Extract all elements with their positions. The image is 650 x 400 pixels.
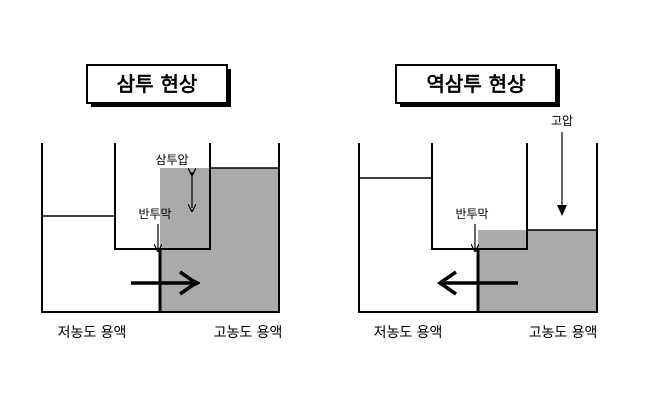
osmotic-pressure-label: 삼투압	[155, 153, 188, 167]
high-pressure-label: 고압	[551, 114, 573, 128]
panel-title: 삼투 현상	[117, 72, 198, 96]
panel-title: 역삼투 현상	[427, 72, 527, 96]
water-flow-arrow-left-head	[436, 270, 457, 296]
high-concentration-label: 고농도 용액	[214, 325, 283, 341]
title-box	[86, 64, 228, 104]
membrane-label: 반투막	[455, 207, 488, 221]
high-concentration-solution	[478, 230, 597, 312]
inner-tube-walls	[114, 143, 211, 250]
reverse-osmosis-panel: 역삼투 현상 고압 반투막 저농도 용액 고농도 용액	[358, 64, 598, 341]
high-pressure-arrow-head	[557, 205, 567, 216]
low-concentration-label: 저농도 용액	[58, 325, 127, 341]
low-concentration-label: 저농도 용액	[374, 325, 443, 341]
membrane-label: 반투막	[138, 207, 171, 221]
osmosis-panel: 삼투 현상 삼투압 반투막 저농도 용액 고농도 용액	[41, 64, 283, 341]
high-concentration-label: 고농도 용액	[529, 325, 598, 341]
high-concentration-solution	[160, 168, 279, 312]
water-flow-arrow-right-head	[179, 270, 200, 296]
title-box	[395, 64, 557, 104]
